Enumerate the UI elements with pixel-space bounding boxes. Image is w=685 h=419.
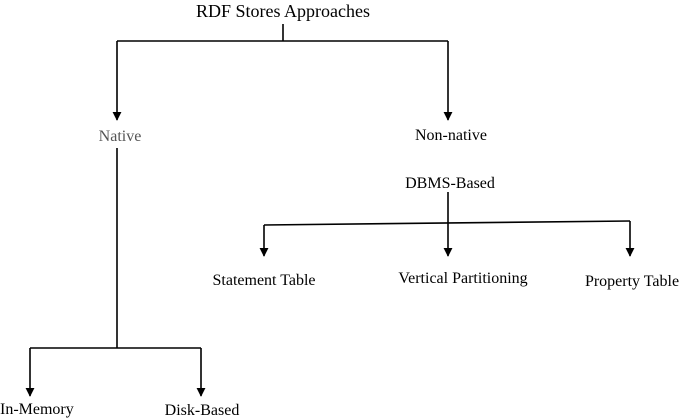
non-native-label: Non-native bbox=[415, 127, 487, 144]
vertical-partitioning-label: Vertical Partitioning bbox=[398, 270, 527, 287]
statement-table-label: Statement Table bbox=[213, 272, 316, 289]
in-memory-label: In-Memory bbox=[0, 401, 74, 418]
native-label: Native bbox=[99, 128, 142, 145]
dbms-branch-bar bbox=[263, 220, 631, 226]
property-table-label: Property Table bbox=[585, 273, 679, 290]
dbms-based-label: DBMS-Based bbox=[405, 175, 495, 192]
root-label: RDF Stores Approaches bbox=[196, 1, 370, 21]
disk-based-label: Disk-Based bbox=[165, 402, 240, 419]
